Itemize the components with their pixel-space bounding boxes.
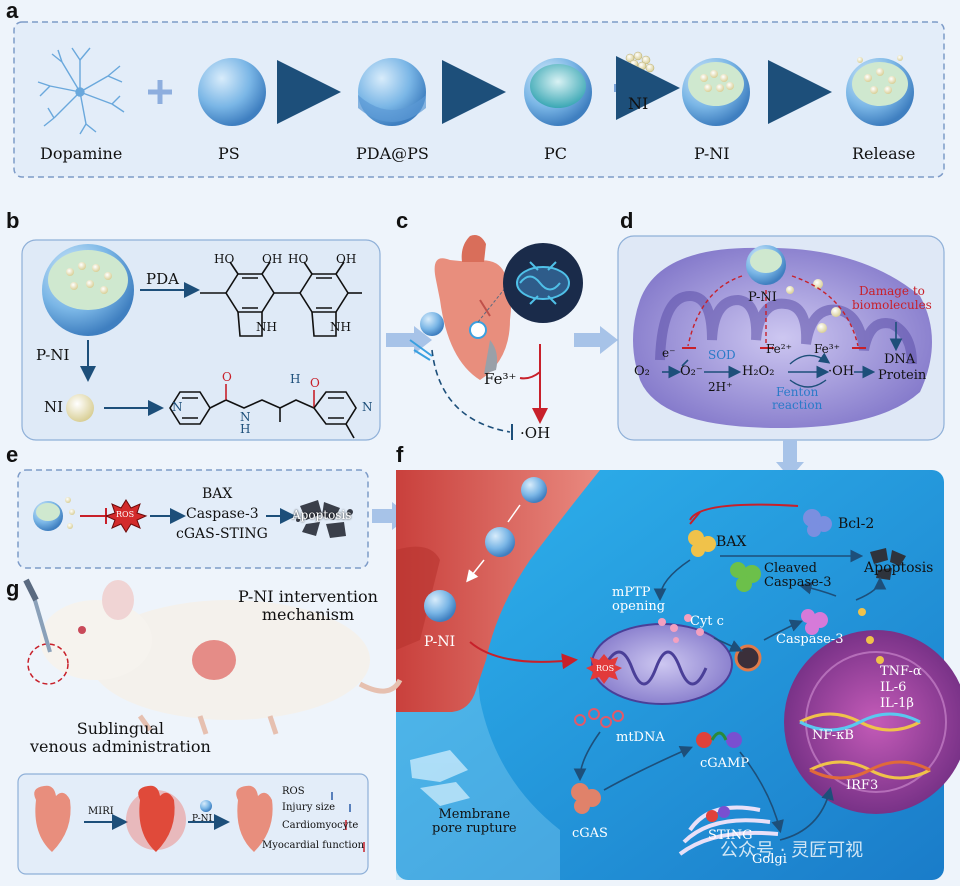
label-p-ni: P-NI	[694, 144, 730, 163]
d-label-fenton: Fenton reaction	[772, 386, 822, 412]
d-label-fe2: Fe²⁺	[766, 342, 792, 356]
e-label-caspase3: Caspase-3	[186, 506, 259, 522]
label-ni: NI	[628, 94, 648, 113]
f-label-mtdna: mtDNA	[616, 730, 665, 745]
g-label-ros: ROS	[282, 786, 305, 797]
f-label-bax: BAX	[716, 534, 746, 550]
b-oh-1: OH	[262, 252, 282, 266]
panel-label-c: c	[396, 208, 408, 234]
b-o-2: O	[310, 376, 320, 390]
b-o-1: O	[222, 370, 232, 384]
label-dopamine: Dopamine	[40, 144, 122, 163]
b-label-pda: PDA	[146, 270, 179, 288]
f-label-tnf: TNF-α	[880, 664, 922, 679]
d-label-protein: Protein	[878, 368, 926, 383]
panel-label-g: g	[6, 576, 19, 602]
d-label-e: e⁻	[662, 346, 675, 360]
f-label-il6: IL-6	[880, 680, 906, 695]
b-label-p-ni: P-NI	[36, 346, 69, 364]
label-release: Release	[852, 144, 915, 163]
panel-label-a: a	[6, 0, 18, 24]
f-label-bcl2: Bcl-2	[838, 516, 874, 532]
b-ho-2: HO	[288, 252, 308, 266]
d-label-sod: SOD	[708, 348, 736, 362]
rat-heart-icon	[192, 640, 236, 680]
b-ho-1: HO	[214, 252, 234, 266]
g-label-cardiomyocyte: Cardiomyocyte	[282, 820, 358, 831]
panel-a-frame	[14, 22, 944, 177]
d-label-o2: O₂	[634, 364, 650, 379]
d-label-2h: 2H⁺	[708, 380, 732, 394]
f-label-mptp: mPTP opening	[612, 586, 665, 614]
f-label-cleaved-caspase3: Cleaved Caspase-3	[764, 562, 831, 590]
f-label-nfkb: NF-κB	[812, 728, 854, 743]
e-label-apoptosis: Apoptosis	[292, 508, 351, 522]
f-label-il1b: IL-1β	[880, 696, 914, 711]
f-label-membrane: Membrane pore rupture	[432, 808, 517, 836]
heart-target-icon	[470, 322, 486, 338]
d-label-h2o2: H₂O₂	[742, 364, 774, 379]
g-label-p-ni: P-NI	[192, 814, 212, 824]
watermark-text: 公众号 · 灵匠可视	[720, 836, 863, 862]
g-label-injury: Injury size	[282, 802, 335, 813]
b-n-1: N	[172, 400, 183, 414]
d-label-oh: ·OH	[828, 364, 854, 379]
f-label-cgas: cGAS	[572, 826, 608, 841]
b-oh-2: OH	[336, 252, 356, 266]
label-pda-ps: PDA@PS	[356, 144, 429, 163]
panel-label-b: b	[6, 208, 19, 234]
ni-bead-icon	[66, 394, 94, 422]
cgamp-red-icon	[696, 732, 712, 748]
g-label-miri: MIRI	[88, 806, 114, 817]
b-label-ni: NI	[44, 398, 63, 416]
panel-label-d: d	[620, 208, 633, 234]
e-label-bax: BAX	[202, 486, 232, 502]
e-label-ros: ROS	[116, 510, 134, 519]
f-label-cytc: Cyt c	[690, 614, 724, 629]
cgamp-purple-icon	[726, 732, 742, 748]
g-label-route: Sublingual venous administration	[30, 720, 211, 756]
f-label-apoptosis: Apoptosis	[864, 560, 933, 576]
b-nh-2: NH	[330, 320, 351, 334]
label-pc: PC	[544, 144, 567, 163]
d-label-p-ni: P-NI	[748, 290, 777, 305]
d-label-damage: Damage to biomolecules	[852, 284, 932, 312]
f-label-irf3: IRF3	[846, 778, 878, 793]
panel-label-f: f	[396, 442, 403, 468]
f-label-p-ni: P-NI	[424, 634, 455, 650]
b-h-1: H	[240, 422, 250, 436]
c-p-ni-sphere-icon	[420, 312, 444, 336]
heart-icon	[435, 235, 512, 380]
g-label-myocardial: Myocardial function	[262, 840, 364, 851]
b-nh-1: NH	[256, 320, 277, 334]
d-label-fe3: Fe³⁺	[814, 342, 840, 356]
label-ps: PS	[218, 144, 240, 163]
b-n-3: N	[362, 400, 373, 414]
f-label-ros: ROS	[596, 664, 614, 673]
panel-label-e: e	[6, 442, 18, 468]
c-label-fe3: Fe³⁺	[484, 370, 516, 388]
e-label-cgas-sting: cGAS-STING	[176, 526, 268, 542]
g-label-title: P-NI intervention mechanism	[238, 588, 378, 624]
f-label-cgamp: cGAMP	[700, 756, 749, 771]
c-label-oh: ·OH	[520, 424, 550, 442]
d-label-o2-radical: O₂⁻	[680, 364, 703, 379]
ps-sphere-icon	[198, 58, 266, 126]
b-h-2: H	[290, 372, 300, 386]
f-label-caspase3: Caspase-3	[776, 632, 843, 647]
d-label-dna: DNA	[884, 352, 915, 367]
